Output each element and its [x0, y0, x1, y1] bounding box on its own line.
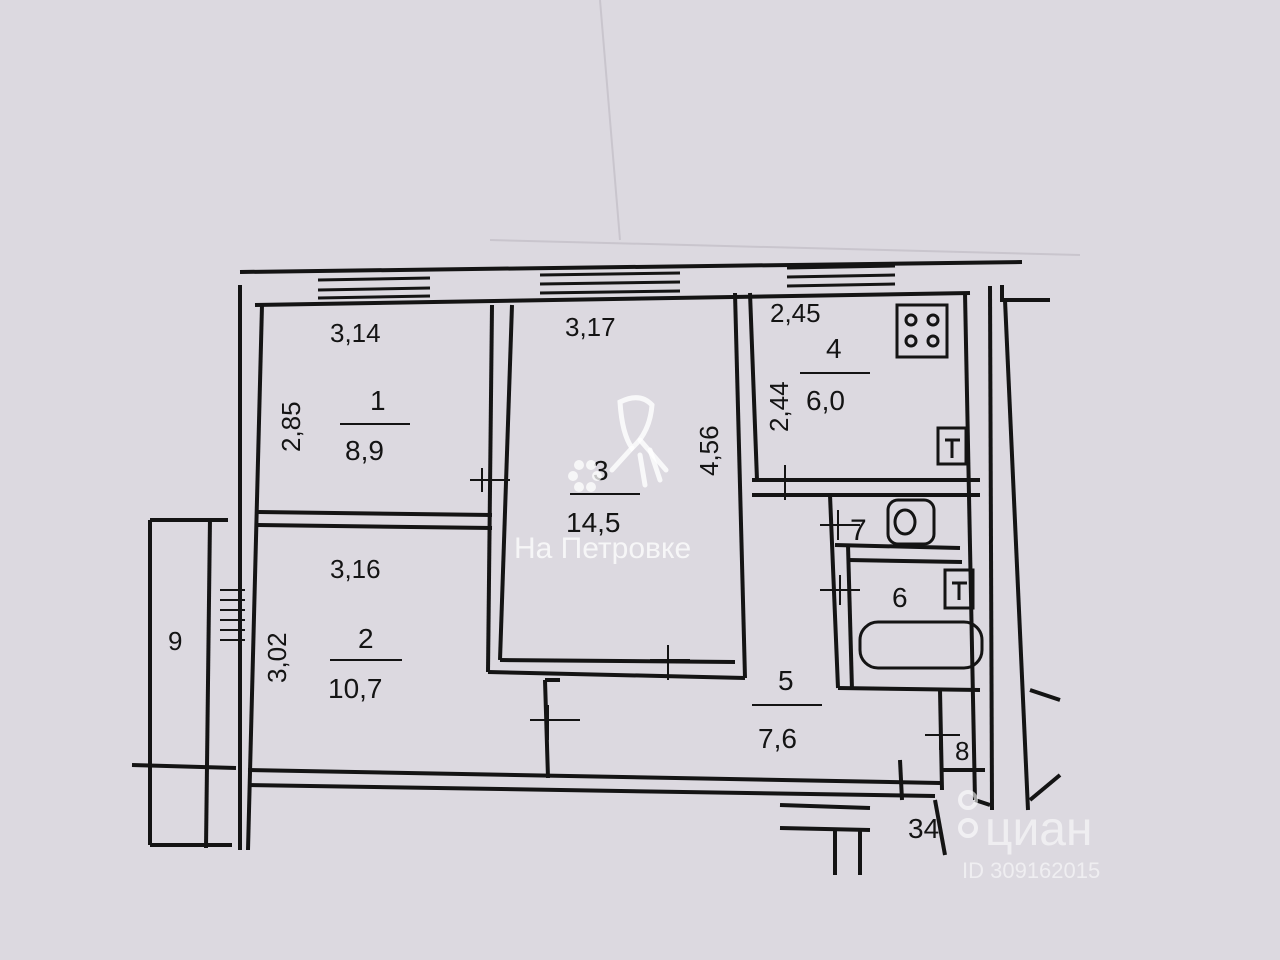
paper-fold-lines	[489, 0, 1081, 256]
room-2-number: 2	[358, 623, 374, 654]
toilet-icon	[886, 498, 936, 546]
room-3-number: 3	[593, 455, 609, 486]
room-1-area: 8,9	[345, 435, 384, 466]
bathroom-sink-icon	[943, 568, 975, 610]
room-3: 3,17 3 14,5 4,56	[565, 312, 724, 538]
bathtub-icon	[858, 620, 984, 670]
room-1-number: 1	[370, 385, 386, 416]
room-5-number: 5	[778, 665, 794, 696]
kitchen-sink-icon	[936, 426, 968, 466]
door-marks	[470, 465, 960, 750]
room-4: 2,45 4 6,0 2,44	[764, 298, 870, 432]
room-5: 5 7,6	[752, 665, 822, 754]
room-4-width: 2,45	[770, 298, 821, 328]
room-1: 3,14 1 8,9 2,85	[276, 318, 410, 466]
listing-id-watermark: ID 309162015	[962, 858, 1100, 883]
room-1-width: 3,14	[330, 318, 381, 348]
room-1-depth: 2,85	[276, 401, 306, 452]
room-6-number: 6	[892, 582, 908, 613]
room-4-area: 6,0	[806, 385, 845, 416]
balcony-door	[220, 589, 245, 641]
room-3-area: 14,5	[566, 507, 621, 538]
room-2-depth: 3,02	[262, 632, 292, 683]
agency-watermark: На Петровке	[514, 532, 691, 565]
brand-watermark: циан	[985, 803, 1093, 856]
room-4-number: 4	[826, 333, 842, 364]
agency-logo	[609, 395, 669, 488]
room-2: 3,16 2 10,7 3,02	[262, 554, 402, 704]
walls	[131, 260, 1062, 875]
room-8-number: 8	[955, 736, 969, 766]
room-4-depth: 2,44	[764, 381, 794, 432]
agency-flower-icon	[568, 460, 602, 492]
room-5-area: 7,6	[758, 723, 797, 754]
room-2-area: 10,7	[328, 673, 383, 704]
room-9-number: 9	[168, 626, 182, 656]
windows	[317, 264, 896, 300]
cian-logo-icon	[958, 790, 978, 838]
room-3-width: 3,17	[565, 312, 616, 342]
room-2-width: 3,16	[330, 554, 381, 584]
room-7-number: 7	[850, 514, 867, 547]
room-3-depth: 4,56	[694, 425, 724, 476]
extra-dimension: 34	[908, 813, 939, 844]
stove-icon	[895, 303, 949, 359]
